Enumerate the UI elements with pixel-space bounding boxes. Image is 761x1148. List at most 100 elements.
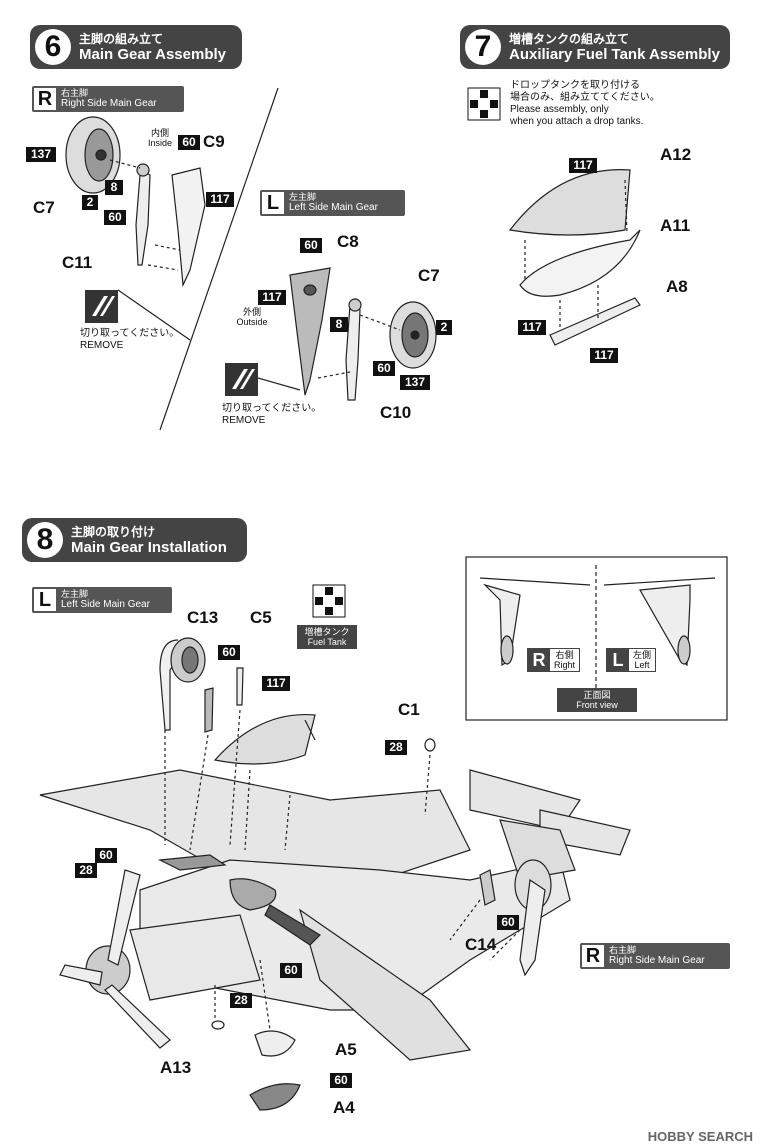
remove-ja: 切り取ってください。 (80, 328, 180, 339)
part-c7: C7 (33, 198, 55, 217)
drop-note-en2: when you attach a drop tanks. (510, 116, 644, 127)
left-gear-en-step8: Left Side Main Gear (61, 599, 150, 610)
right-gear-ja: 右主脚 (61, 88, 89, 98)
step-8-header: 8 主脚の取り付け Main Gear Installation (22, 518, 247, 562)
front-left-en: Left (634, 660, 650, 670)
part-number-117-tank: 117 (569, 158, 597, 173)
right-gear-ja-step8: 右主脚 (609, 945, 637, 955)
right-letter-step8: R (582, 945, 604, 967)
part-number-60-wing: 60 (95, 848, 117, 863)
step-7-header: 7 増槽タンクの組み立て Auxiliary Fuel Tank Assembl… (460, 25, 730, 69)
part-number-60: 60 (104, 210, 126, 225)
drop-note-ja1: ドロップタンクを取り付ける (510, 80, 640, 91)
part-a12: A12 (660, 145, 692, 164)
drop-note-ja2: 場合のみ、組み立ててください。 (510, 92, 660, 103)
part-a5: A5 (335, 1040, 357, 1059)
divider-line (159, 87, 279, 431)
remove-en-left: REMOVE (222, 415, 266, 426)
front-right-letter: R (528, 649, 550, 671)
part-number-60-c13: 60 (218, 645, 240, 660)
step-7-title-ja: 増槽タンクの組み立て (509, 31, 630, 46)
left-gear-ja-step8: 左主脚 (61, 589, 89, 599)
remove-icon-left (225, 363, 258, 396)
optional-assembly-icon (467, 87, 501, 121)
part-c8: C8 (337, 232, 359, 251)
part-c14: C14 (465, 935, 497, 954)
front-view-en: Front view (576, 700, 618, 710)
part-number-60-a4: 60 (330, 1073, 352, 1088)
part-number-60-c8: 60 (300, 238, 322, 253)
front-view-ja: 正面図 (583, 690, 611, 700)
part-number-8-left: 8 (330, 317, 348, 332)
part-a4: A4 (333, 1098, 355, 1117)
remove-note: 切り取ってください。REMOVE (80, 328, 220, 352)
part-number-137-left: 137 (400, 375, 430, 390)
part-a13: A13 (160, 1058, 192, 1077)
part-number-117: 117 (206, 192, 234, 207)
drop-note-en1: Please assembly, only (510, 104, 609, 115)
front-left-letter: L (607, 649, 629, 671)
front-right-ja: 右側 (555, 650, 574, 660)
step-6-header: 6 主脚の組み立て Main Gear Assembly (30, 25, 242, 69)
part-number-60-bay: 60 (280, 963, 302, 978)
step-7-title-en: Auxiliary Fuel Tank Assembly (509, 45, 720, 63)
left-gear-ja: 左主脚 (289, 192, 317, 202)
part-number-2: 2 (82, 195, 98, 210)
outside-ja: 外側 (242, 307, 261, 317)
left-letter-step8: L (34, 589, 56, 611)
fuel-tank-illustration (508, 169, 641, 346)
left-letter: L (262, 192, 284, 214)
step-6-title-ja: 主脚の組み立て (79, 31, 164, 46)
part-number-60-c9: 60 (178, 135, 200, 150)
left-main-gear-illustration (257, 267, 437, 401)
remove-en: REMOVE (80, 340, 124, 351)
part-c10: C10 (380, 403, 412, 422)
right-letter: R (34, 88, 56, 110)
watermark: HOBBY SEARCH (647, 1129, 753, 1144)
part-number-8: 8 (105, 180, 123, 195)
front-left-ja: 左側 (633, 650, 652, 660)
part-a8: A8 (666, 277, 688, 296)
remove-note-left: 切り取ってください。REMOVE (222, 403, 362, 427)
drop-tank-note: ドロップタンクを取り付ける 場合のみ、組み立ててください。 Please ass… (510, 80, 730, 128)
part-number-117-c5: 117 (262, 676, 290, 691)
fuel-tank-ja: 増槽タンク (304, 627, 350, 637)
remove-icon (85, 290, 118, 323)
step-8-title-ja: 主脚の取り付け (71, 524, 156, 539)
step-6-number: 6 (35, 29, 71, 65)
part-number-117-tank2: 117 (518, 320, 546, 335)
part-number-137: 137 (26, 147, 56, 162)
part-number-60-c10: 60 (373, 361, 395, 376)
part-number-117-tank3: 117 (590, 348, 618, 363)
part-number-117-left: 117 (258, 290, 286, 305)
part-number-2-left: 2 (436, 320, 452, 335)
part-number-28: 28 (385, 740, 407, 755)
inside-ja: 内側 (150, 128, 169, 138)
part-number-28-fuselage: 28 (230, 993, 252, 1008)
step-8-title-en: Main Gear Installation (71, 538, 227, 556)
part-a11: A11 (660, 216, 691, 235)
right-gear-en-step8: Right Side Main Gear (609, 955, 705, 966)
step-6-title-en: Main Gear Assembly (79, 45, 227, 63)
part-number-28-wing: 28 (75, 863, 97, 878)
part-c5: C5 (250, 608, 272, 627)
aircraft-illustration (39, 637, 631, 1111)
part-c9: C9 (203, 132, 225, 151)
step-7-number: 7 (465, 29, 501, 65)
inside-en: Inside (147, 138, 173, 148)
front-right-en: Right (554, 660, 576, 670)
fuel-tank-en: Fuel Tank (307, 637, 347, 647)
optional-assembly-icon-fueltank (312, 584, 346, 618)
part-c13: C13 (187, 608, 219, 627)
right-gear-en: Right Side Main Gear (61, 98, 157, 109)
